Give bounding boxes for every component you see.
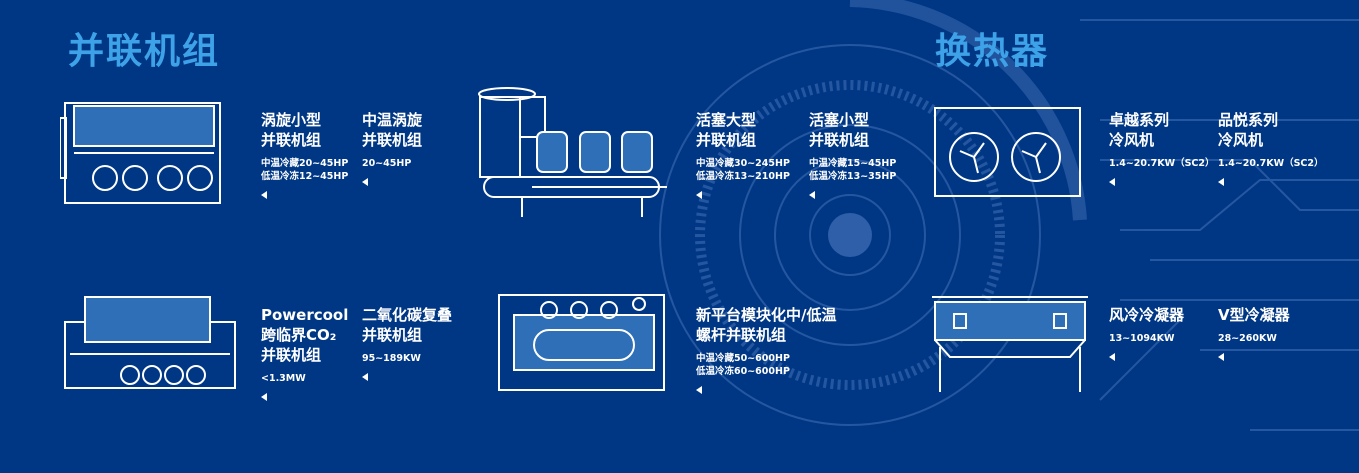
product-title-line: 跨临界CO₂ xyxy=(261,326,337,344)
product-scroll-small[interactable]: 涡旋小型并联机组中温冷藏20~45HP 低温冷冻12~45HP xyxy=(261,110,348,199)
product-specs: 中温冷藏30~245HP 低温冷冻13~210HP xyxy=(696,157,790,183)
product-title-line: 品悦系列 xyxy=(1218,111,1279,129)
product-title-line: 并联机组 xyxy=(809,131,870,149)
product-title-line: 螺杆并联机组 xyxy=(696,326,787,344)
product-zhuoyue-cooler[interactable]: 卓越系列冷风机 1.4~20.7KW（SC2） xyxy=(1109,110,1215,186)
product-piston-small[interactable]: 活塞小型并联机组中温冷藏15~45HP 低温冷冻13~35HP xyxy=(809,110,896,199)
product-powercool-co2[interactable]: Powercool 跨临界CO₂ 并联机组 <1.3MW xyxy=(261,305,348,401)
spec-line: 中温冷藏30~245HP xyxy=(696,158,790,169)
product-medium-temp-scroll[interactable]: 中温涡旋并联机组 20~45HP xyxy=(362,110,422,186)
product-air-cooled-condenser[interactable]: 风冷冷凝器 13~1094KW xyxy=(1109,305,1184,361)
spec-line: 20~45HP xyxy=(362,158,412,169)
product-specs: 中温冷藏15~45HP 低温冷冻13~35HP xyxy=(809,157,896,183)
product-title-line: Powercool xyxy=(261,306,349,324)
spec-line: 中温冷藏15~45HP xyxy=(809,158,897,169)
arrow-left-icon[interactable] xyxy=(809,191,815,199)
product-title-line: 并联机组 xyxy=(362,131,423,149)
arrow-left-icon[interactable] xyxy=(362,373,368,381)
product-specs: 1.4~20.7KW（SC2） xyxy=(1218,157,1324,170)
arrow-left-icon[interactable] xyxy=(261,393,267,401)
product-title-line: 冷风机 xyxy=(1218,131,1264,149)
product-pinyue-cooler[interactable]: 品悦系列冷风机 1.4~20.7KW（SC2） xyxy=(1218,110,1324,186)
product-specs: 中温冷藏20~45HP 低温冷冻12~45HP xyxy=(261,157,348,183)
arrow-left-icon[interactable] xyxy=(696,386,702,394)
product-screw-modular[interactable]: 新平台模块化中/低温螺杆并联机组中温冷藏50~600HP 低温冷冻60~600HP xyxy=(696,305,836,394)
spec-line: 28~260KW xyxy=(1218,333,1277,344)
product-title-line: 风冷冷凝器 xyxy=(1109,306,1185,324)
product-specs: <1.3MW xyxy=(261,372,348,385)
product-title-line: 卓越系列 xyxy=(1109,111,1170,129)
spec-line: 中温冷藏20~45HP xyxy=(261,158,349,169)
product-title-line: 并联机组 xyxy=(261,131,322,149)
spec-line: 低温冷冻13~35HP xyxy=(809,171,897,182)
product-co2-cascade[interactable]: 二氧化碳复叠并联机组 95~189KW xyxy=(362,305,452,381)
product-specs: 28~260KW xyxy=(1218,332,1290,345)
arrow-left-icon[interactable] xyxy=(1218,353,1224,361)
scroll-small-unit-image[interactable] xyxy=(60,98,225,208)
spec-line: 95~189KW xyxy=(362,353,421,364)
product-title-line: 活塞大型 xyxy=(696,111,757,129)
product-title-line: 中温涡旋 xyxy=(362,111,423,129)
spec-line: 低温冷冻13~210HP xyxy=(696,171,790,182)
piston-large-unit-image[interactable] xyxy=(472,82,672,220)
product-v-type-condenser[interactable]: V型冷凝器 28~260KW xyxy=(1218,305,1290,361)
spec-line: 低温冷冻60~600HP xyxy=(696,366,790,377)
product-title-line: 二氧化碳复叠 xyxy=(362,306,453,324)
product-specs: 1.4~20.7KW（SC2） xyxy=(1109,157,1215,170)
product-piston-large[interactable]: 活塞大型并联机组中温冷藏30~245HP 低温冷冻13~210HP xyxy=(696,110,790,199)
product-title-line: 冷风机 xyxy=(1109,131,1155,149)
product-title-line: 并联机组 xyxy=(696,131,757,149)
product-specs: 13~1094KW xyxy=(1109,332,1184,345)
product-title-line: 新平台模块化中/低温 xyxy=(696,306,837,324)
arrow-left-icon[interactable] xyxy=(696,191,702,199)
spec-line: 13~1094KW xyxy=(1109,333,1175,344)
arrow-left-icon[interactable] xyxy=(1218,178,1224,186)
product-specs: 中温冷藏50~600HP 低温冷冻60~600HP xyxy=(696,352,836,378)
condenser-image[interactable] xyxy=(932,292,1089,395)
spec-line: 中温冷藏50~600HP xyxy=(696,353,790,364)
powercool-co2-unit-image[interactable] xyxy=(60,292,240,392)
arrow-left-icon[interactable] xyxy=(362,178,368,186)
section-title-parallel-units: 并联机组 xyxy=(68,31,221,72)
spec-line: 低温冷冻12~45HP xyxy=(261,171,349,182)
product-title-line: V型冷凝器 xyxy=(1218,306,1290,324)
spec-line: 1.4~20.7KW（SC2） xyxy=(1109,158,1215,169)
product-specs: 95~189KW xyxy=(362,352,452,365)
product-title-line: 涡旋小型 xyxy=(261,111,322,129)
spec-line: 1.4~20.7KW（SC2） xyxy=(1218,158,1324,169)
product-title-line: 活塞小型 xyxy=(809,111,870,129)
spec-line: <1.3MW xyxy=(261,373,306,384)
product-title-line: 并联机组 xyxy=(362,326,423,344)
arrow-left-icon[interactable] xyxy=(1109,178,1115,186)
product-specs: 20~45HP xyxy=(362,157,422,170)
arrow-left-icon[interactable] xyxy=(1109,353,1115,361)
product-title-line: 并联机组 xyxy=(261,346,322,364)
section-title-heat-exchangers: 换热器 xyxy=(935,31,1050,72)
unit-cooler-image[interactable] xyxy=(932,105,1084,200)
arrow-left-icon[interactable] xyxy=(261,191,267,199)
screw-modular-unit-image[interactable] xyxy=(494,290,669,395)
